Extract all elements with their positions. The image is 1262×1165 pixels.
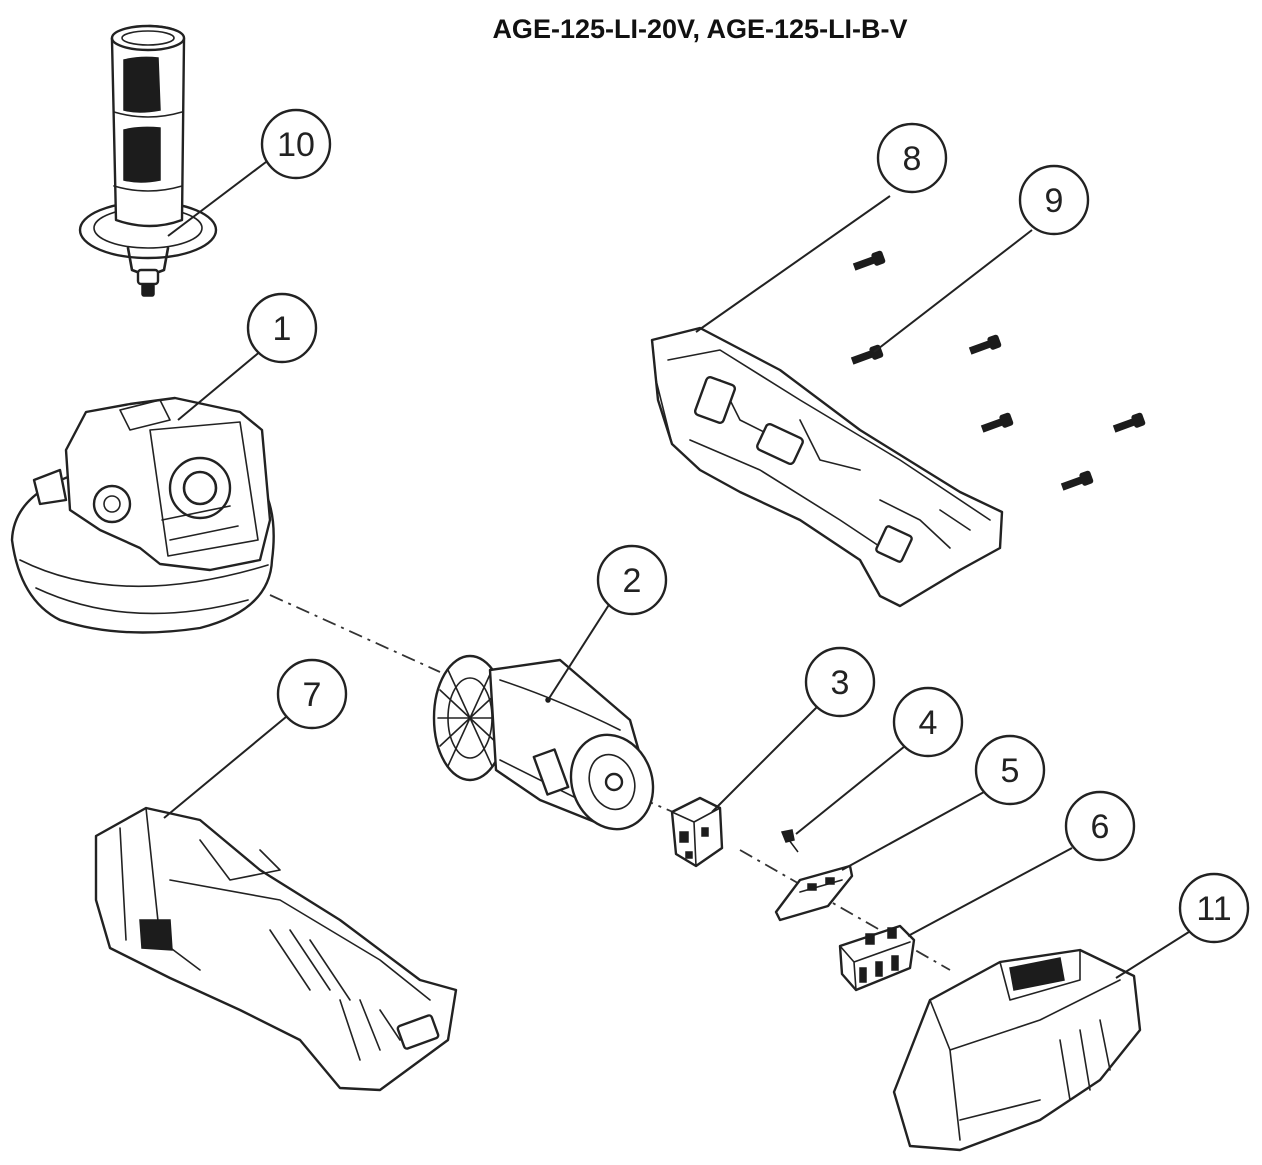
- part-gear-head-guard: [10, 396, 275, 634]
- part-switch: [670, 796, 724, 868]
- part-small-screw: [780, 829, 799, 853]
- callout-7: 7: [276, 658, 348, 730]
- callout-3: 3: [804, 646, 876, 718]
- callout-number: 8: [903, 140, 922, 178]
- diagram-title: AGE-125-LI-20V, AGE-125-LI-B-V: [492, 14, 908, 44]
- callout-10: 10: [260, 108, 332, 180]
- part-auxiliary-handle: [78, 24, 218, 297]
- callout-number: 1: [273, 310, 292, 348]
- callout-number: 2: [623, 562, 642, 600]
- part-housing-motor-side: [94, 806, 458, 1092]
- callout-number: 10: [277, 126, 315, 164]
- leader-lines: [163, 161, 1193, 979]
- part-terminal-block: [838, 924, 916, 992]
- callout-number: 4: [919, 704, 938, 742]
- part-battery-pack: [892, 948, 1142, 1152]
- callout-number: 9: [1045, 182, 1064, 220]
- callout-8: 8: [876, 122, 948, 194]
- part-motor: [432, 654, 655, 831]
- part-screws: [850, 250, 1146, 491]
- part-housing-half: [650, 326, 1004, 608]
- callout-2: 2: [596, 544, 668, 616]
- callout-4: 4: [892, 686, 964, 758]
- callout-number: 11: [1196, 890, 1231, 928]
- callout-5: 5: [974, 734, 1046, 806]
- callout-9: 9: [1018, 164, 1090, 236]
- part-circuit-board: [774, 864, 854, 922]
- callout-11: 11: [1178, 872, 1250, 944]
- callout-number: 6: [1091, 808, 1110, 846]
- callout-1: 1: [246, 292, 318, 364]
- callout-number: 7: [303, 676, 322, 714]
- callout-number: 5: [1001, 752, 1020, 790]
- callout-number: 3: [831, 664, 850, 702]
- callout-6: 6: [1064, 790, 1136, 862]
